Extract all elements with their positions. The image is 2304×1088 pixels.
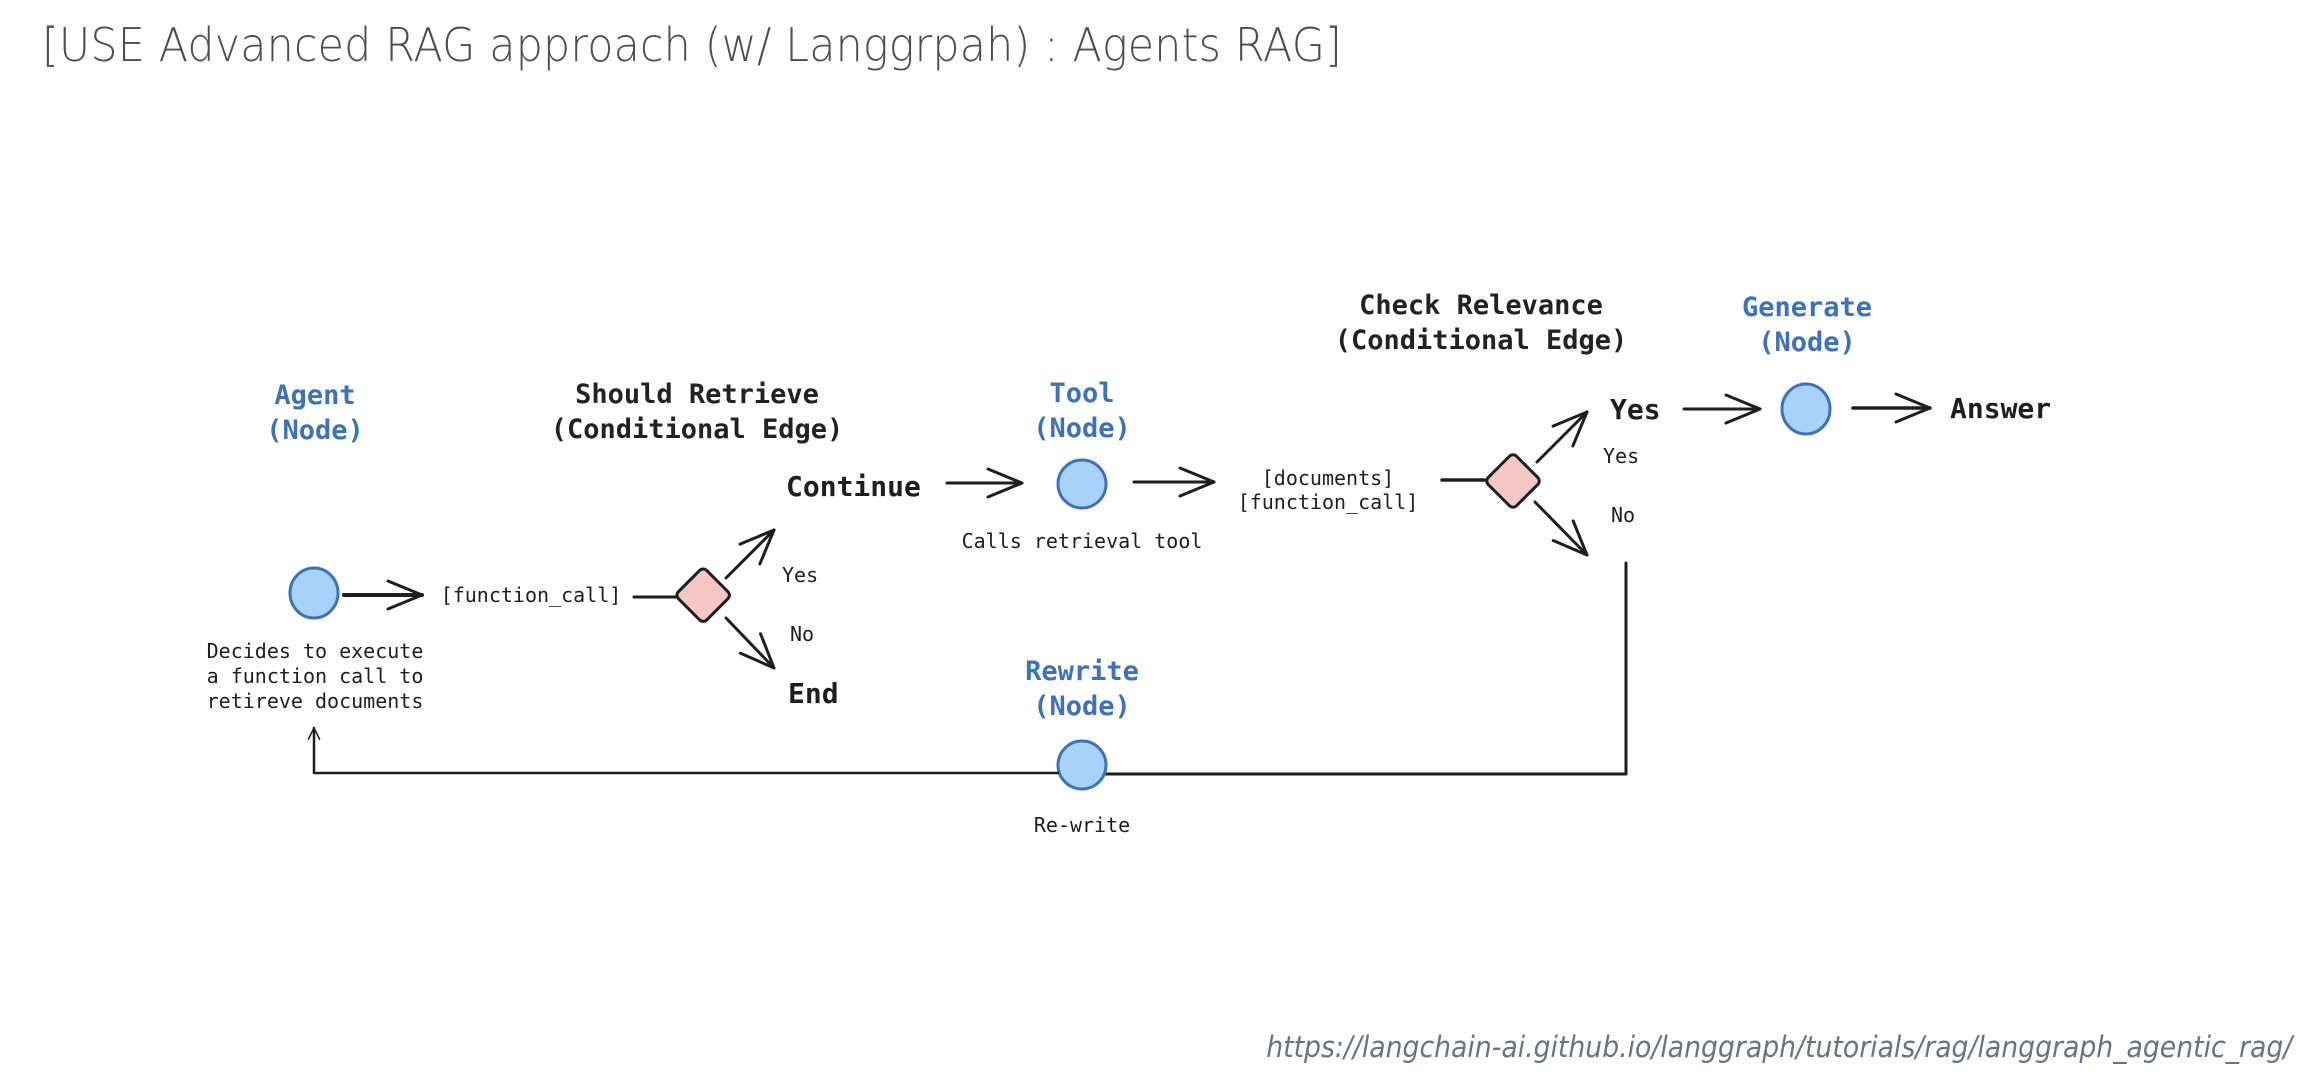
agent-node: Agent (Node) Decides to execute a functi… — [207, 380, 424, 713]
agent-node-circle — [288, 566, 340, 620]
should-retrieve-no-arrow — [724, 616, 776, 670]
source-url: https://langchain-ai.github.io/langgraph… — [1265, 1030, 2292, 1064]
check-relevance-edge: Check Relevance (Conditional Edge) Yes N… — [1335, 290, 1661, 557]
agent-description-line-2: a function call to — [207, 664, 424, 688]
check-relevance-decision-diamond — [1485, 453, 1541, 509]
agent-description-line-3: retireve documents — [207, 689, 424, 713]
should-retrieve-yes-label: Yes — [782, 563, 818, 587]
documents-label: [documents] — [1262, 466, 1394, 490]
should-retrieve-subtitle: (Conditional Edge) — [551, 414, 844, 445]
rewrite-node: Rewrite (Node) Re-write — [1025, 656, 1139, 837]
tool-description: Calls retrieval tool — [962, 529, 1203, 553]
generate-node-subtitle: (Node) — [1758, 327, 1856, 358]
rewrite-node-title: Rewrite — [1025, 656, 1139, 687]
relevance-no-loop-line — [1098, 561, 1628, 776]
should-retrieve-yes-arrow — [724, 528, 776, 580]
should-retrieve-decision-diamond — [675, 567, 731, 623]
agent-description-line-1: Decides to execute — [207, 639, 424, 663]
function-call-label: [function_call] — [441, 583, 622, 607]
generate-node-title: Generate — [1742, 292, 1872, 323]
check-relevance-yes-label: Yes — [1603, 444, 1639, 468]
function-call-label-2: [function_call] — [1238, 490, 1419, 514]
check-relevance-yes-arrow — [1535, 410, 1589, 464]
generate-node: Generate (Node) — [1742, 292, 1872, 436]
check-relevance-title: Check Relevance — [1359, 290, 1603, 321]
rewrite-node-circle — [1056, 739, 1108, 791]
rewrite-node-subtitle: (Node) — [1033, 691, 1131, 722]
should-retrieve-title: Should Retrieve — [575, 379, 819, 410]
generate-node-circle — [1780, 382, 1832, 436]
should-retrieve-no-label: No — [790, 622, 814, 646]
should-retrieve-edge: Should Retrieve (Conditional Edge) Yes N… — [551, 379, 921, 710]
check-relevance-no-label: No — [1611, 503, 1635, 527]
relevance-yes-label: Yes — [1610, 393, 1661, 426]
continue-label: Continue — [786, 470, 921, 503]
tool-node: Tool (Node) Calls retrieval tool — [962, 378, 1203, 553]
rewrite-to-agent-loop-arrow — [307, 726, 1060, 775]
check-relevance-subtitle: (Conditional Edge) — [1335, 325, 1628, 356]
agent-node-title: Agent — [274, 380, 355, 411]
tool-node-title: Tool — [1049, 378, 1114, 409]
tool-node-circle — [1056, 458, 1108, 510]
rewrite-description: Re-write — [1034, 813, 1130, 837]
end-label: End — [788, 677, 839, 710]
check-relevance-no-arrow — [1533, 500, 1589, 557]
agent-node-subtitle: (Node) — [266, 415, 364, 446]
answer-label: Answer — [1950, 392, 2051, 425]
page-title: [USE Advanced RAG approach (w/ Langgrpah… — [42, 18, 1342, 72]
tool-node-subtitle: (Node) — [1033, 413, 1131, 444]
